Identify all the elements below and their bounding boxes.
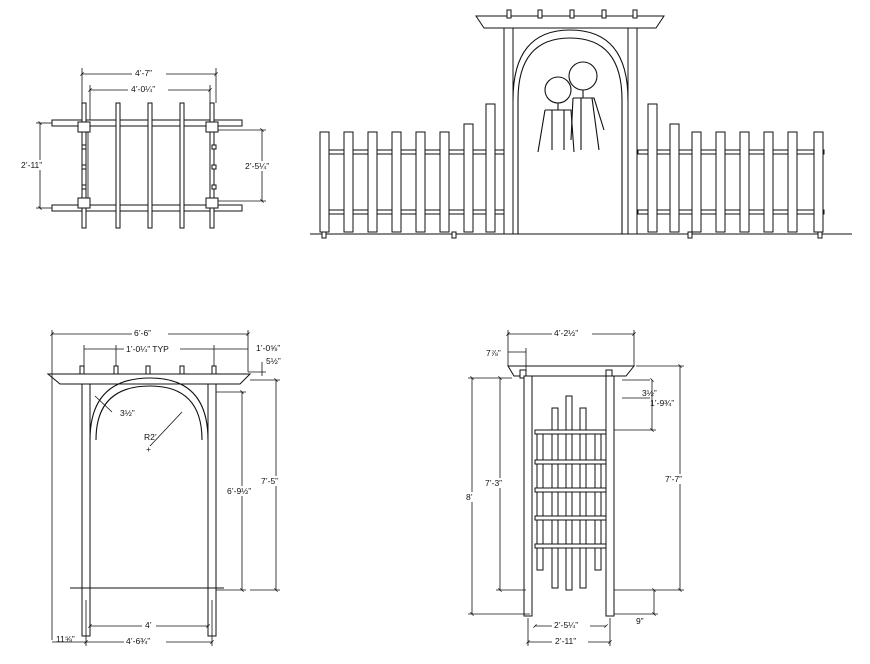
dim-front-rafter-height: 5½” bbox=[266, 356, 281, 366]
dim-side-post-span: 2’-11” bbox=[555, 636, 576, 646]
dim-side-overall-height: 8’ bbox=[466, 492, 473, 502]
dim-plan-left: 2’-11” bbox=[21, 160, 42, 170]
dim-side-height-right: 7’-7” bbox=[665, 474, 682, 484]
dim-front-rafter-spacing: 1’-0¼” TYP bbox=[126, 344, 169, 354]
dim-side-overhang: 7⅞” bbox=[486, 348, 501, 358]
dim-top-outer: 4’-7” bbox=[135, 68, 152, 78]
dim-front-arch-height: 6’-9½” bbox=[227, 486, 251, 496]
dim-front-arch-width: 3½” bbox=[120, 408, 135, 418]
dim-side-post-height: 7’-3” bbox=[485, 478, 502, 488]
dim-front-total-width: 6’-6” bbox=[134, 328, 151, 338]
front-elevation-view: + 6’-6” 1’-0¼” TYP 1’-0⅝” 5½” 3½” R2’ 6’… bbox=[46, 328, 290, 646]
dim-front-total-height: 7’-5” bbox=[261, 476, 278, 486]
dim-side-lattice-width: 2’-5¼” bbox=[554, 620, 578, 630]
dim-front-overhang: 1’-0⅝” bbox=[256, 343, 280, 353]
dim-front-post-span: 4’-6¾” bbox=[126, 636, 150, 646]
dim-side-lattice-gap: 1’-9¾” bbox=[650, 398, 674, 408]
dim-top-inner: 4’-0¼” bbox=[131, 84, 155, 94]
side-elevation-view: 4’-2½” 7⅞” 3½” 1’-9¾” 8’ 7’-3” 7’-7” 9” … bbox=[464, 328, 696, 646]
dim-front-radius: R2’ bbox=[144, 432, 157, 442]
dim-side-rafter-depth: 3½” bbox=[642, 388, 657, 398]
fence-elevation-view bbox=[310, 9, 852, 239]
dim-side-bottom-offset: 9” bbox=[636, 616, 644, 626]
dim-side-top-width: 4’-2½” bbox=[554, 328, 578, 338]
top-plan-view: 4’-7” 4’-0¼” 2’-11” 2’-5¼” bbox=[20, 68, 282, 229]
dim-plan-right: 2’-5¼” bbox=[245, 161, 269, 171]
svg-text:+: + bbox=[146, 444, 151, 454]
dim-front-inner-span: 4’ bbox=[145, 620, 152, 630]
dim-front-post-offset: 11⅝” bbox=[56, 634, 75, 644]
